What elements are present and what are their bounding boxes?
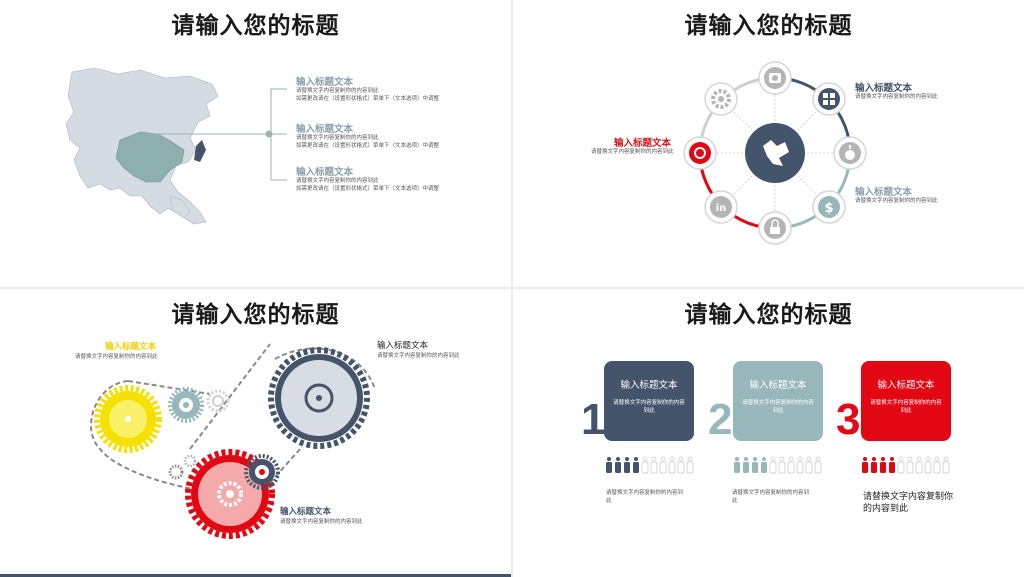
person-icon <box>624 457 630 473</box>
person-icon <box>933 456 941 474</box>
person-icon <box>889 457 895 473</box>
person-icon <box>906 456 914 474</box>
slide-title: 请输入您的标题 <box>684 13 853 39</box>
slide-gears[interactable]: 请输入您的标题 <box>0 289 511 577</box>
gear-label-body: 请替换文字内容复制你的内容到此 <box>280 519 363 525</box>
item-heading: 输入标题文本 <box>296 124 354 135</box>
person-icon <box>641 456 649 474</box>
teal-gear-icon <box>168 387 204 423</box>
step-number: 3 <box>836 395 861 444</box>
camera-icon <box>758 61 792 95</box>
person-icon <box>796 456 804 474</box>
apple-icon <box>833 136 867 170</box>
person-icon <box>677 456 685 474</box>
gear-label-heading: 输入标题文本 <box>105 342 157 352</box>
step-caption: 请替换文字内容复制你的内容到此 <box>863 492 954 514</box>
person-icon <box>650 456 658 474</box>
gear-icon <box>704 82 738 116</box>
right-bottom-body: 请替换文字内容复制你的内容到此 <box>855 198 938 204</box>
person-icon <box>814 456 822 474</box>
left-body: 请替换文字内容复制你的内容到此 <box>591 149 674 155</box>
person-icon <box>633 457 639 473</box>
step-caption: 请替换文字内容复制你的内容到此 <box>732 490 810 504</box>
left-heading: 输入标题文本 <box>614 138 672 149</box>
card-body: 请替换文字内容复制你的内容到此 <box>742 400 814 414</box>
person-icon <box>606 457 612 473</box>
yellow-gear-icon <box>94 385 162 453</box>
step-number: 2 <box>708 395 733 444</box>
card-heading: 输入标题文本 <box>877 380 935 391</box>
svg-text:in: in <box>716 203 727 214</box>
item-line2: 如需更改请在（设置形状格式）菜单下（文本选项）中调整 <box>296 96 440 102</box>
right-top-body: 请替换文字内容复制你的内容到此 <box>855 94 938 100</box>
slide-map[interactable]: 请输入您的标题 输入标题文本 请替换文字内容复制你的内容到此 如需更改请在（设置… <box>0 0 511 287</box>
tiny-gear-icon <box>168 454 197 480</box>
svg-text:$: $ <box>824 201 833 216</box>
windows-icon <box>812 82 846 116</box>
person-icon <box>862 457 868 473</box>
slide-title: 请输入您的标题 <box>171 302 340 328</box>
gear-diagram <box>90 343 376 539</box>
step-card[interactable]: 输入标题文本 请替换文字内容复制你的内容到此 <box>861 361 951 441</box>
gear-label-heading: 输入标题文本 <box>280 507 332 517</box>
person-icon <box>880 457 886 473</box>
large-gear-icon <box>268 347 370 449</box>
person-icon <box>871 457 877 473</box>
step-number: 1 <box>581 395 606 444</box>
step-card[interactable]: 输入标题文本 请替换文字内容复制你的内容到此 <box>733 361 823 441</box>
right-bottom-heading: 输入标题文本 <box>855 187 913 198</box>
person-icon <box>615 457 621 473</box>
asia-map <box>65 67 287 225</box>
gear-label-heading: 输入标题文本 <box>377 341 429 351</box>
lock-icon <box>758 211 792 245</box>
card-body: 请替换文字内容复制你的内容到此 <box>870 400 942 414</box>
icon-ring-diagram: $ in <box>683 61 867 245</box>
slide-title: 请输入您的标题 <box>684 302 853 328</box>
person-icon <box>659 456 667 474</box>
person-icon <box>778 456 786 474</box>
person-icon <box>915 456 923 474</box>
card-heading: 输入标题文本 <box>620 380 678 391</box>
right-top-heading: 输入标题文本 <box>855 83 913 94</box>
dollar-icon: $ <box>812 190 846 224</box>
person-icon <box>942 456 950 474</box>
person-icon <box>924 456 932 474</box>
person-icon <box>761 457 767 473</box>
item-heading: 输入标题文本 <box>296 77 354 88</box>
item-line2: 如需更改请在（设置形状格式）菜单下（文本选项）中调整 <box>296 186 440 192</box>
step-card[interactable]: 输入标题文本 请替换文字内容复制你的内容到此 <box>604 361 694 441</box>
gear-label-body: 请替换文字内容复制你的内容到此 <box>377 353 460 359</box>
item-line1: 请替换文字内容复制你的内容到此 <box>296 178 379 184</box>
person-icon <box>743 457 749 473</box>
linkedin-icon: in <box>704 190 738 224</box>
person-icon <box>752 457 758 473</box>
step-caption: 请替换文字内容复制你的内容到此 <box>606 490 684 504</box>
slide-steps[interactable]: 请输入您的标题 1 输入标题文本 请替换文字内容复制你的内容到此 2 输入标题文… <box>513 289 1024 577</box>
person-icon <box>734 457 740 473</box>
person-icon <box>668 456 676 474</box>
small-gear-icon <box>206 389 230 413</box>
person-icon <box>805 456 813 474</box>
item-line1: 请替换文字内容复制你的内容到此 <box>296 88 379 94</box>
gear-label-body: 请替换文字内容复制你的内容到此 <box>75 354 158 360</box>
slide-title: 请输入您的标题 <box>171 13 340 39</box>
card-body: 请替换文字内容复制你的内容到此 <box>613 400 685 414</box>
person-icon <box>686 456 694 474</box>
slide-icon-ring[interactable]: 请输入您的标题 $ <box>513 0 1024 287</box>
navy-gear-icon <box>244 454 280 490</box>
person-icon <box>787 456 795 474</box>
person-icon <box>897 456 905 474</box>
item-heading: 输入标题文本 <box>296 167 354 178</box>
people-rows <box>606 456 950 474</box>
item-line2: 如需更改请在（设置形状格式）菜单下（文本选项）中调整 <box>296 143 440 149</box>
shutter-icon <box>683 136 717 170</box>
card-heading: 输入标题文本 <box>749 380 807 391</box>
bottom-accent-bar <box>0 574 511 577</box>
person-icon <box>769 456 777 474</box>
item-line1: 请替换文字内容复制你的内容到此 <box>296 135 379 141</box>
